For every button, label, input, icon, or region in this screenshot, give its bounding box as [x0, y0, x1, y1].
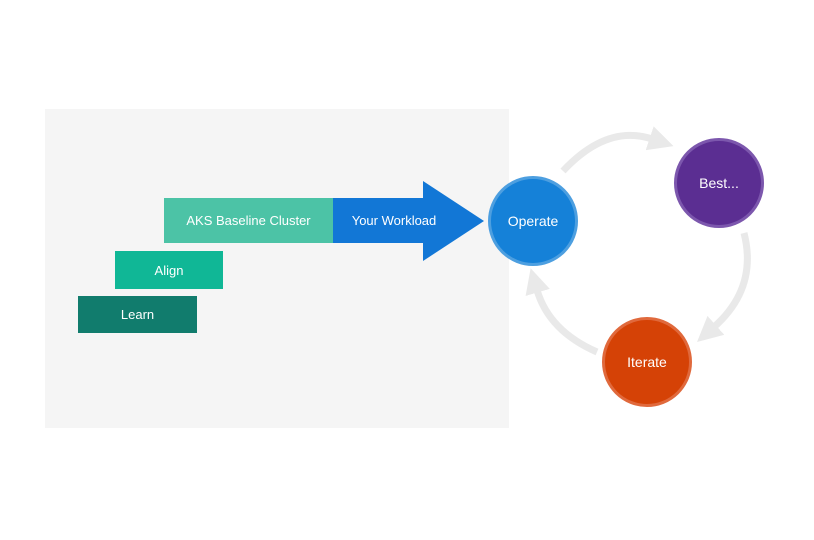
- bar-aks-baseline-cluster: AKS Baseline Cluster: [164, 198, 333, 243]
- your-workload-arrow-shaft: [333, 198, 423, 243]
- node-best: Best...: [674, 138, 764, 228]
- arrow-head-icon: [423, 181, 484, 261]
- node-best-label: Best...: [699, 175, 739, 191]
- node-iterate-label: Iterate: [627, 354, 667, 370]
- bar-align: Align: [115, 251, 223, 289]
- bar-learn: Learn: [78, 296, 197, 333]
- node-operate-label: Operate: [507, 213, 559, 229]
- bar-align-label: Align: [154, 262, 184, 278]
- bar-learn-label: Learn: [120, 307, 155, 322]
- arc-iterate-to-operate-icon: [525, 268, 599, 356]
- your-workload-arrow: Your Workload: [333, 181, 484, 261]
- arc-best-to-iterate-icon: [697, 232, 751, 343]
- arc-operate-to-best-icon: [560, 126, 674, 174]
- bar-aks-baseline-cluster-label: AKS Baseline Cluster: [186, 213, 311, 228]
- node-operate: Operate: [488, 176, 578, 266]
- node-iterate: Iterate: [602, 317, 692, 407]
- your-workload-label: Your Workload: [351, 213, 437, 228]
